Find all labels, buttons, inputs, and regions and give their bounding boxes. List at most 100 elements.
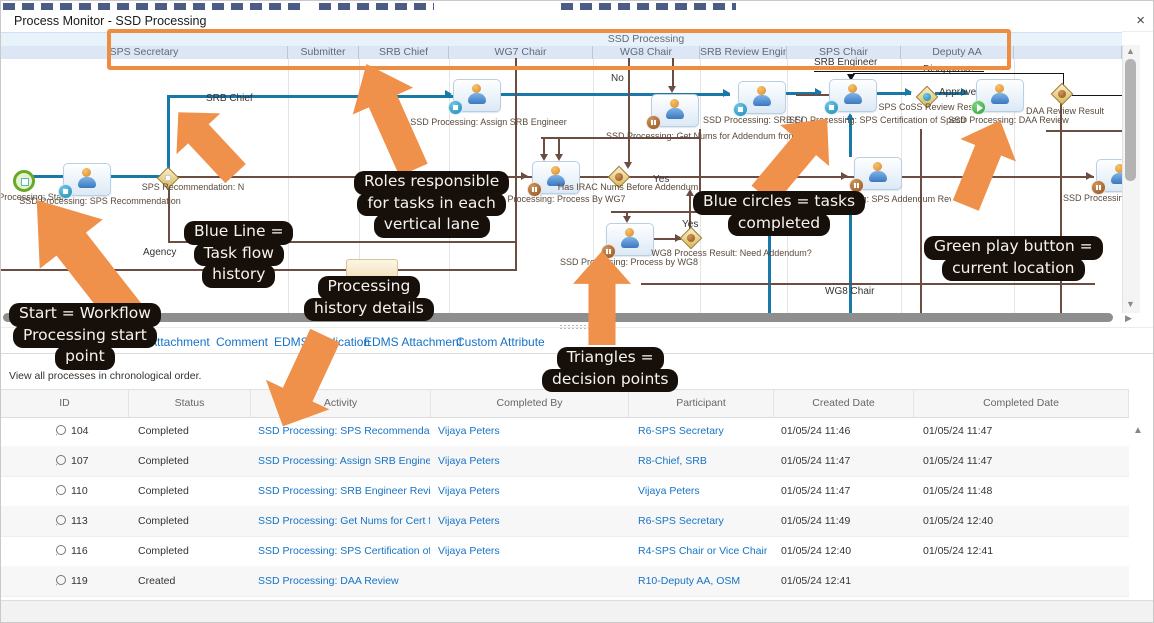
column-header-completed-by[interactable]: Completed By	[431, 390, 629, 417]
completed-by-link[interactable]: Vijaya Peters	[438, 455, 500, 467]
completed-by-link[interactable]: Vijaya Peters	[438, 515, 500, 527]
column-header-participant[interactable]: Participant	[629, 390, 774, 417]
person-icon	[77, 168, 97, 190]
participant-link[interactable]: R6-SPS Secretary	[638, 515, 724, 527]
status-cell: Completed	[138, 425, 189, 437]
task-node[interactable]	[527, 161, 580, 197]
wait-badge-icon	[849, 178, 864, 193]
flow-line-history	[849, 115, 852, 157]
callout-text: Triangles =	[556, 347, 664, 371]
done-badge-icon	[733, 102, 748, 117]
participant-link[interactable]: Vijaya Peters	[638, 485, 700, 497]
decision-diamond-icon[interactable]	[679, 226, 703, 250]
task-node[interactable]	[849, 157, 902, 193]
dialog-titlebar: Process Monitor - SSD Processing ×	[1, 11, 1153, 32]
node-label: SSD Processing: Process By WG7	[486, 194, 626, 204]
diagram-text-label: Approve	[939, 87, 977, 98]
magnifier-icon[interactable]	[56, 515, 66, 525]
activity-link[interactable]: SSD Processing: DAA Review	[258, 575, 399, 587]
activity-link[interactable]: SSD Processing: SPS Certification of Spe…	[258, 545, 430, 557]
table-description: View all processes in chronological orde…	[9, 370, 202, 382]
tab-edms-attachment[interactable]: EDMS Attachment	[364, 335, 463, 349]
flow-line-history	[30, 175, 63, 178]
start-node-icon[interactable]	[13, 170, 35, 192]
completed-by-link[interactable]: Vijaya Peters	[438, 545, 500, 557]
scroll-up-icon[interactable]: ▲	[1126, 46, 1135, 56]
magnifier-icon[interactable]	[56, 575, 66, 585]
column-header-completed-date[interactable]: Completed Date	[914, 390, 1129, 417]
flow-arrowhead	[555, 154, 563, 161]
scroll-down-icon[interactable]: ▼	[1126, 299, 1135, 309]
completed-date-cell: 01/05/24 11:47	[923, 455, 993, 467]
participant-link[interactable]: R6-SPS Secretary	[638, 425, 724, 437]
created-date-cell: 01/05/24 11:47	[781, 485, 851, 497]
created-date-cell: 01/05/24 12:40	[781, 545, 852, 557]
magnifier-icon[interactable]	[56, 425, 66, 435]
flow-arrowhead	[847, 74, 855, 81]
diamond-status-icon	[165, 175, 171, 181]
task-node[interactable]	[58, 163, 111, 199]
task-node[interactable]	[733, 81, 786, 117]
node-label: SSD Processing: Get Nums for Addendum fr…	[606, 131, 811, 141]
magnifier-icon[interactable]	[56, 455, 66, 465]
person-icon	[843, 84, 863, 106]
diagram-horizontal-scroll-thumb[interactable]	[3, 313, 1113, 322]
column-header-activity[interactable]: Activity	[251, 390, 431, 417]
callout-text: point	[55, 346, 115, 370]
activity-link[interactable]: SSD Processing: SPS Recommendation	[258, 425, 430, 437]
completed-date-cell: 01/05/24 12:41	[923, 545, 994, 557]
row-id-cell: 116	[56, 536, 88, 566]
background-page-text	[3, 3, 303, 10]
flow-line	[1, 269, 517, 271]
node-label: SSD Processing: Process by WG8	[559, 257, 699, 267]
lane-header-srb-chief: SRB Chief	[359, 46, 449, 59]
row-id-cell: 113	[56, 506, 88, 536]
lane-divider	[787, 59, 788, 313]
scroll-right-icon[interactable]: ▶	[1125, 313, 1132, 323]
close-icon[interactable]: ×	[1136, 12, 1145, 29]
flow-line	[628, 58, 630, 166]
activity-link[interactable]: SSD Processing: Get Nums for Cert from I…	[258, 515, 430, 527]
column-header-created-date[interactable]: Created Date	[774, 390, 914, 417]
column-header-id[interactable]: ID	[1, 390, 129, 417]
lane-divider	[593, 59, 594, 313]
row-id-cell: 110	[56, 476, 88, 506]
task-node[interactable]	[601, 223, 654, 259]
flow-arrowhead	[815, 88, 822, 96]
panel-divider	[1, 327, 1153, 328]
created-date-cell: 01/05/24 12:41	[781, 575, 852, 587]
participant-link[interactable]: R8-Chief, SRB	[638, 455, 707, 467]
task-node[interactable]	[824, 79, 877, 115]
task-node[interactable]	[971, 79, 1024, 115]
tab-comment[interactable]: Comment	[216, 335, 269, 349]
activity-link[interactable]: SSD Processing: Assign SRB Engineer	[258, 455, 430, 467]
flow-arrowhead	[540, 154, 548, 161]
completed-by-link[interactable]: Vijaya Peters	[438, 485, 500, 497]
status-cell: Completed	[138, 515, 189, 527]
magnifier-icon[interactable]	[56, 545, 66, 555]
completed-by-link[interactable]: Vijaya Peters	[438, 425, 500, 437]
wait-badge-icon	[646, 115, 661, 130]
tab-custom-attribute[interactable]: Custom Attribute	[456, 335, 545, 349]
tab-attachment[interactable]: Attachment	[149, 335, 210, 349]
lane-header-submitter: Submitter	[288, 46, 359, 59]
magnifier-icon[interactable]	[56, 485, 66, 495]
table-scroll-up-icon[interactable]: ▲	[1133, 425, 1143, 436]
node-label: SSD Processing: SSD C	[1063, 193, 1122, 203]
participant-link[interactable]: R4-SPS Chair or Vice Chair	[638, 545, 768, 557]
task-node[interactable]	[646, 94, 699, 130]
person-icon	[868, 162, 888, 184]
decision-diamond-icon[interactable]	[1050, 82, 1074, 106]
column-header-status[interactable]: Status	[129, 390, 251, 417]
task-node[interactable]	[448, 79, 501, 115]
diamond-status-icon	[923, 93, 931, 101]
flow-arrowhead	[723, 89, 730, 97]
flow-line-history	[875, 92, 911, 95]
participant-link[interactable]: R10-Deputy AA, OSM	[638, 575, 741, 587]
diagram-vertical-scroll-thumb[interactable]	[1125, 59, 1136, 181]
tab-edms-application[interactable]: EDMS Application	[274, 335, 371, 349]
activity-link[interactable]: SSD Processing: SRB Engineer Review	[258, 485, 430, 497]
task-node[interactable]	[1091, 159, 1122, 195]
tab-underline	[1, 353, 1153, 354]
